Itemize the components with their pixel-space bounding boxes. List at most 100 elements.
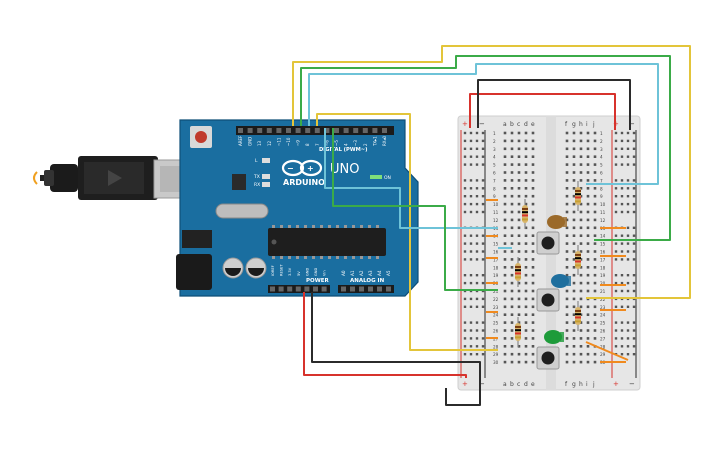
analog-pin[interactable]	[359, 286, 364, 292]
row-label: 4	[493, 155, 496, 160]
digital-pin[interactable]	[247, 128, 253, 133]
pin-label: GND	[248, 137, 253, 146]
led[interactable]	[544, 330, 564, 344]
led[interactable]	[551, 274, 571, 288]
resistor[interactable]	[575, 181, 581, 211]
black-wire[interactable]	[311, 292, 481, 406]
row-label: 8	[600, 186, 603, 191]
red-wire[interactable]	[303, 292, 467, 378]
column-label: a	[503, 121, 507, 128]
digital-pin[interactable]	[266, 128, 272, 133]
push-button[interactable]	[536, 231, 560, 255]
push-button[interactable]	[536, 288, 560, 312]
digital-pin[interactable]	[382, 128, 387, 133]
row-label: 9	[600, 194, 603, 199]
digital-pin[interactable]	[324, 128, 330, 133]
column-label: h	[579, 121, 583, 128]
row-label: 26	[600, 329, 606, 334]
green-wire[interactable]	[300, 55, 671, 241]
power-pin[interactable]	[304, 286, 310, 292]
digital-pin[interactable]	[238, 128, 243, 133]
digital-pin[interactable]	[257, 128, 263, 133]
pin-label: AREF	[238, 135, 243, 146]
cyan-wire[interactable]	[308, 63, 659, 185]
pin-label: GND	[305, 268, 309, 276]
crystal	[215, 203, 269, 219]
power-pin[interactable]	[278, 286, 284, 292]
analog-pin[interactable]	[368, 286, 373, 292]
digital-pin[interactable]	[343, 128, 349, 133]
row-label: 1	[600, 131, 603, 136]
column-label: f	[565, 121, 568, 128]
power-pin[interactable]	[270, 286, 275, 292]
analog-pin[interactable]	[386, 286, 391, 292]
column-label: h	[579, 381, 583, 388]
digital-pin[interactable]	[286, 128, 291, 133]
rail-label: −	[479, 380, 485, 388]
row-label: 19	[600, 273, 606, 278]
resistor[interactable]	[522, 199, 528, 229]
rail-label: −	[629, 120, 635, 128]
row-label: 22	[600, 297, 606, 302]
column-label: e	[531, 121, 535, 128]
rail-label: +	[462, 120, 468, 128]
pin-label: ~9	[296, 140, 301, 146]
pin-label: A1	[350, 270, 355, 276]
digital-pin[interactable]	[305, 128, 311, 133]
pin-label: 2	[363, 143, 368, 146]
row-label: 9	[493, 194, 496, 199]
rail-label: +	[613, 380, 619, 388]
digital-pin[interactable]	[334, 128, 339, 133]
resistor[interactable]	[575, 301, 581, 331]
resistor[interactable]	[515, 317, 521, 347]
pin-label: 8	[305, 143, 310, 146]
resistor[interactable]	[515, 257, 521, 287]
column-label: j	[592, 381, 595, 388]
digital-pin[interactable]	[314, 128, 320, 133]
row-label: 21	[493, 289, 499, 294]
power-pin[interactable]	[295, 286, 301, 292]
on-led	[370, 175, 382, 179]
orange-wire[interactable]	[585, 341, 629, 361]
analog-pin[interactable]	[350, 286, 355, 292]
power-pin[interactable]	[287, 286, 293, 292]
power-pin[interactable]	[321, 286, 327, 292]
row-label: 19	[493, 273, 499, 278]
digital-pin[interactable]	[353, 128, 359, 133]
row-label: 28	[600, 344, 606, 349]
digital-pin[interactable]	[295, 128, 301, 133]
pin-label: ~10	[286, 137, 291, 146]
row-label: 1	[493, 131, 496, 136]
column-label: e	[531, 381, 535, 388]
column-label: a	[503, 381, 507, 388]
resistor[interactable]	[575, 245, 581, 275]
row-label: 8	[493, 186, 496, 191]
pin-label: TX▸1	[372, 136, 377, 147]
analog-pin[interactable]	[377, 286, 382, 292]
row-label: 24	[600, 313, 606, 318]
green-wire[interactable]	[332, 128, 498, 291]
digital-pin[interactable]	[362, 128, 368, 133]
red-wire[interactable]	[469, 93, 616, 130]
yellow-wire[interactable]	[316, 113, 498, 351]
power-label: POWER	[306, 278, 330, 284]
row-label: 15	[493, 242, 499, 247]
push-button[interactable]	[536, 346, 560, 370]
row-label: 18	[493, 265, 499, 270]
black-wire[interactable]	[477, 79, 631, 130]
row-label: 6	[493, 171, 496, 176]
led[interactable]	[547, 215, 567, 229]
pin-label: A5	[386, 270, 391, 276]
analog-pin[interactable]	[341, 286, 346, 292]
row-label: 5	[600, 163, 603, 168]
column-label: c	[517, 121, 520, 128]
power-pin[interactable]	[313, 286, 318, 292]
cyan-wire[interactable]	[324, 128, 498, 229]
digital-pin[interactable]	[372, 128, 378, 133]
digital-pin[interactable]	[276, 128, 282, 133]
led-on-label: ON	[384, 175, 391, 181]
yellow-wire[interactable]	[292, 45, 691, 299]
row-label: 4	[600, 155, 603, 160]
row-label: 10	[493, 202, 499, 207]
